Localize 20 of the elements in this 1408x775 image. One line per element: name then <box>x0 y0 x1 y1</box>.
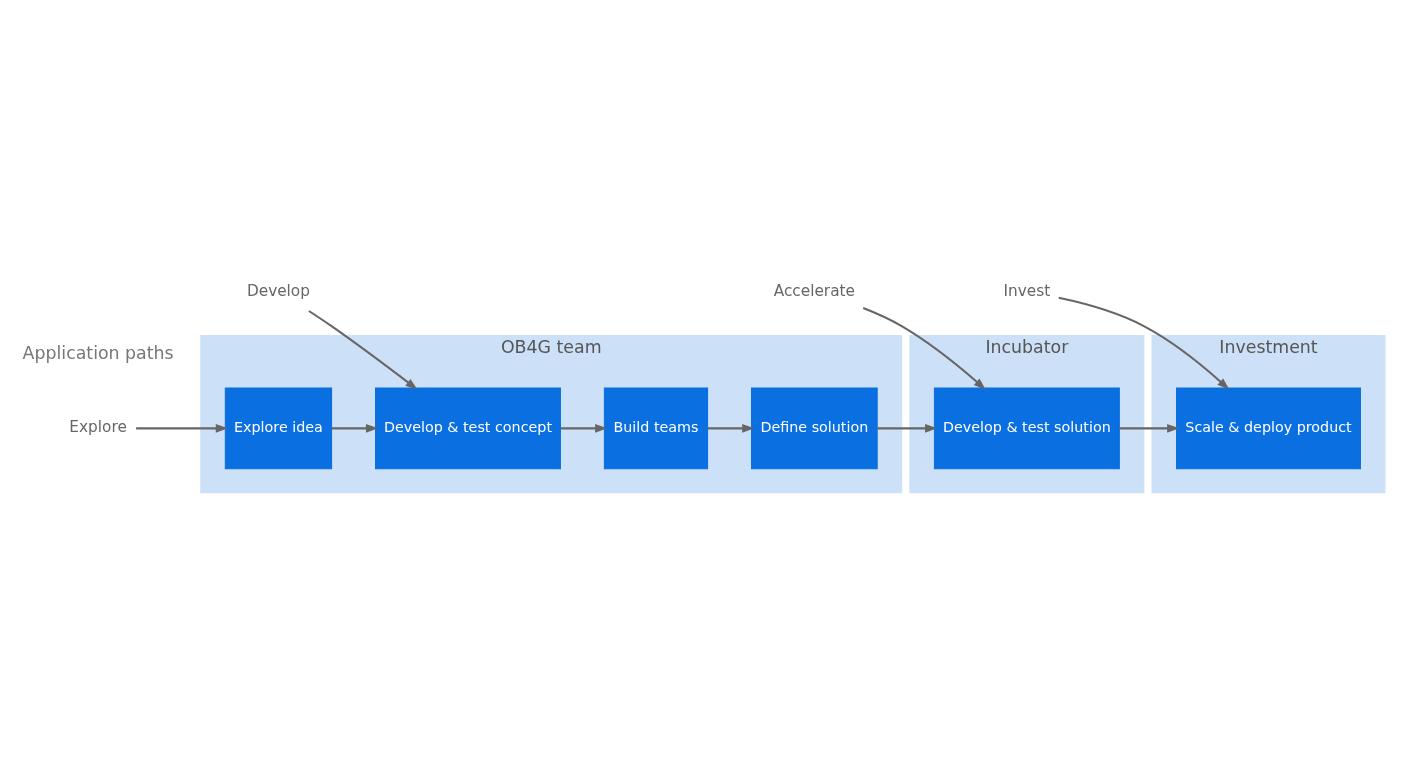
node-box: Scale & deploy product <box>1176 387 1361 470</box>
arrow <box>1119 424 1180 433</box>
node-text: Invest <box>1003 282 1051 301</box>
node-text: Explore <box>69 417 127 436</box>
node-box: Define solution <box>751 387 878 470</box>
arrow <box>862 307 986 390</box>
node-text: Accelerate <box>773 282 855 301</box>
node-box: Develop & test solution <box>933 387 1120 470</box>
label: Application paths <box>22 342 174 363</box>
node-text: Develop <box>246 282 310 301</box>
arrow <box>560 424 608 433</box>
arrow <box>331 424 379 433</box>
arrow <box>136 424 229 433</box>
arrow <box>707 424 755 433</box>
arrow <box>877 424 938 433</box>
node-box: Explore idea <box>224 387 333 470</box>
arrow <box>1058 296 1230 390</box>
node-box: Develop & test concept <box>375 387 561 470</box>
arrow <box>308 310 418 390</box>
node-box: Build teams <box>603 387 709 470</box>
